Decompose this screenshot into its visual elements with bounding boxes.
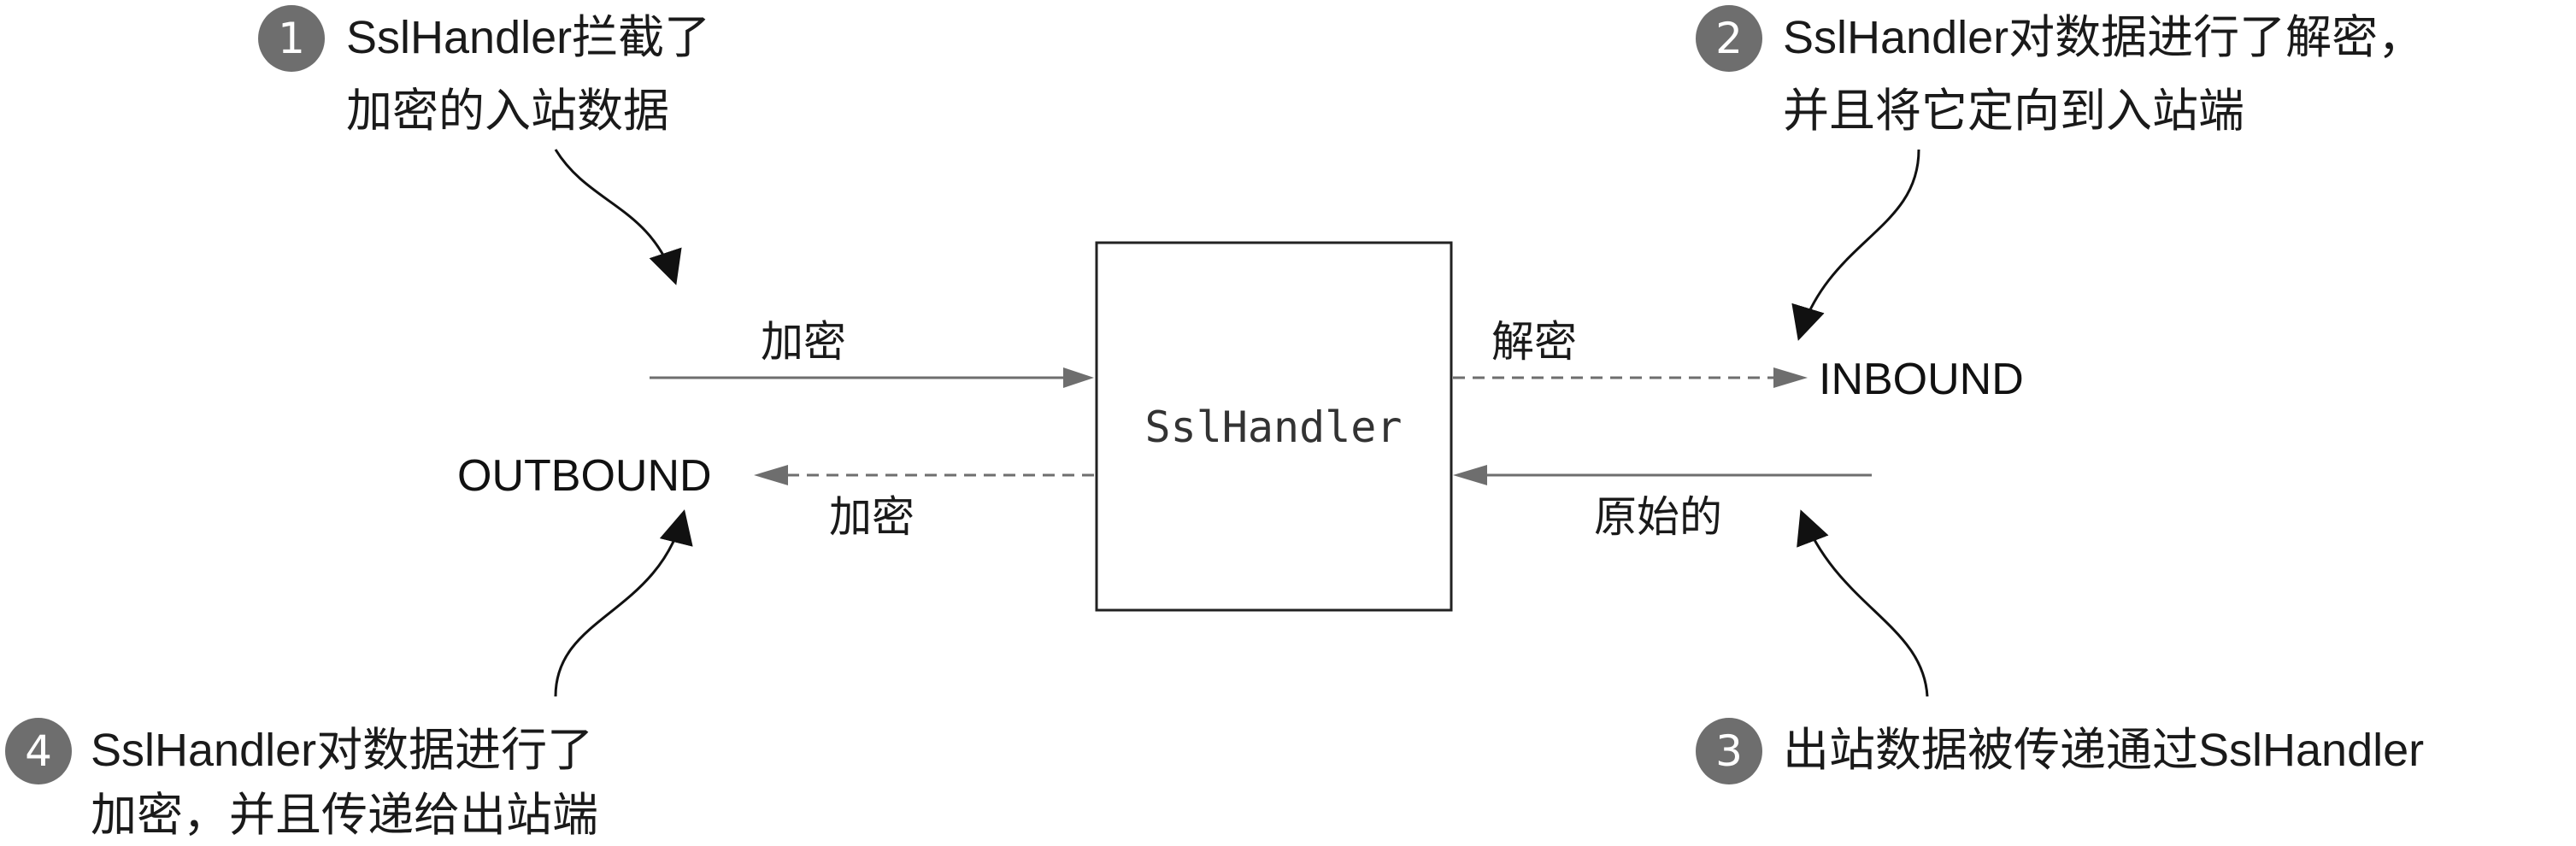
ssl-handler-label: SslHandler (1144, 402, 1403, 452)
callout-4-line-2: 加密，并且传递给出站端 (91, 790, 598, 841)
inbound-endpoint-label: INBOUND (1819, 355, 2024, 404)
callout-2-line-1: SslHandler对数据进行了解密， (1783, 12, 2425, 63)
callout-2-line-2: 并且将它定向到入站端 (1783, 85, 2244, 137)
inbound-encrypted-label: 加密 (761, 318, 846, 366)
callout-2-pointer (1791, 149, 1920, 341)
callout-1-line-2: 加密的入站数据 (346, 85, 669, 137)
outbound-endpoint-label: OUTBOUND (457, 451, 712, 501)
callout-3-badge: 3 (1696, 718, 1762, 784)
callout-4-badge: 4 (5, 718, 72, 784)
ssl-handler-box (1095, 241, 1453, 612)
callout-1-pointer (554, 149, 682, 285)
callout-2-badge: 2 (1696, 5, 1762, 72)
callout-4-pointer (554, 509, 693, 697)
callout-1-badge: 1 (258, 5, 325, 72)
outbound-encrypted-label: 加密 (829, 493, 915, 541)
callout-3-pointer (1797, 509, 1929, 697)
callout-3-line-1: 出站数据被传递通过SslHandler (1783, 725, 2425, 776)
inbound-decrypted-label: 解密 (1491, 318, 1577, 366)
outbound-plain-label: 原始的 (1594, 493, 1722, 541)
callout-4-line-1: SslHandler对数据进行了 (91, 725, 594, 776)
callout-1-line-1: SslHandler拦截了 (346, 12, 711, 63)
